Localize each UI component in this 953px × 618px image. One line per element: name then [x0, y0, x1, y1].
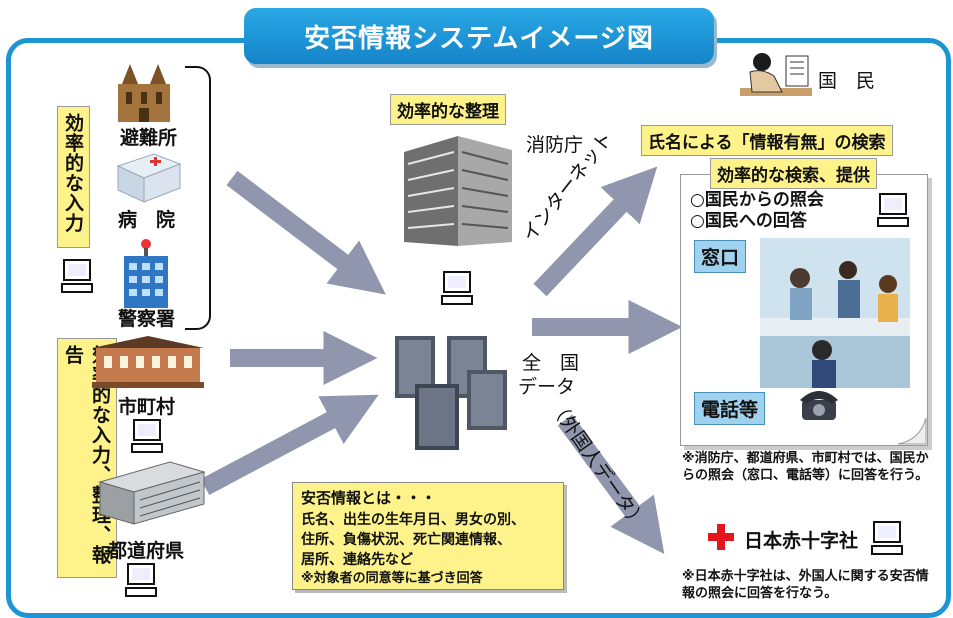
tag-phone: 電話等 [694, 392, 766, 425]
label-search-by-name: 氏名による「情報有無」の検索 [641, 125, 893, 156]
inquiry-list: ○国民からの照会 ○国民への回答 [690, 190, 824, 232]
fire-agency-building-icon [404, 136, 512, 246]
computer-icon [877, 193, 909, 227]
label-efficient-organize: 効率的な整理 [390, 94, 506, 125]
label-efficient-input: 効率的な入力 [57, 106, 90, 248]
arrow-center-to-redcross [557, 414, 665, 555]
prefecture-building-icon [98, 461, 206, 525]
label-national-data-2: データ [518, 376, 576, 398]
computer-icon [131, 419, 163, 453]
computer-icon [441, 271, 473, 305]
label-efficient-input-organize-report: 効率的な入力、整理、報告 [57, 338, 117, 578]
computer-icon [61, 259, 93, 293]
inquiry-item: ○国民への回答 [690, 211, 807, 231]
label-municipality: 市町村 [118, 396, 176, 418]
phone-icon [800, 391, 838, 420]
server-cluster-icon [395, 336, 507, 450]
label-shelter: 避難所 [120, 127, 178, 149]
municipality-building-icon [92, 336, 204, 388]
hospital-building-icon [116, 153, 182, 203]
label-hospital: 病 院 [118, 209, 176, 231]
citizen-person-icon [740, 53, 812, 96]
definition-note: 安否情報とは・・・ 氏名、出生の生年月日、男女の別、 住所、負傷状況、死亡関連情… [292, 482, 564, 590]
shelter-building-icon [118, 64, 170, 122]
definition-line: 氏名、出生の生年月日、男女の別、 [301, 512, 525, 528]
definition-footnote: ※対象者の同意等に基づき回答 [301, 571, 483, 586]
computer-icon [871, 521, 903, 555]
label-red-cross: 日本赤十字社 [744, 530, 859, 552]
label-citizen: 国 民 [818, 70, 876, 92]
label-fire-agency: 消防庁 [526, 134, 584, 156]
police-building-icon [124, 239, 168, 308]
definition-line: 住所、負傷状況、死亡関連情報、 [301, 532, 511, 548]
inquiry-item: ○国民からの照会 [690, 190, 824, 210]
right-note: ※消防庁、都道府県、市町村では、国民からの照会（窓口、電話等）に回答を行う。 [682, 451, 929, 483]
arrow-prefecture-to-center [200, 394, 379, 495]
definition-heading: 安否情報とは・・・ [301, 489, 437, 507]
label-national-data-1: 全 国 [522, 352, 580, 374]
label-police: 警察署 [118, 308, 176, 330]
service-counter-photo [760, 238, 910, 388]
arrow-center-to-citizen [533, 166, 658, 297]
label-efficient-search: 効率的な検索、提供 [710, 158, 877, 189]
red-cross-note: ※日本赤十字社は、外国人に関する安否情報の照会に回答を行なう。 [682, 569, 929, 601]
tag-window: 窓口 [694, 240, 747, 273]
red-cross-icon [708, 524, 734, 550]
label-prefecture: 都道府県 [108, 540, 185, 562]
diagram-title: 安否情報システムイメージ図 [244, 8, 714, 64]
definition-line: 居所、連絡先など [301, 552, 413, 568]
computer-icon [125, 563, 157, 597]
source-bracket [185, 66, 211, 330]
arrow-shelter-to-center [226, 170, 386, 295]
page-curl-icon [897, 417, 927, 445]
